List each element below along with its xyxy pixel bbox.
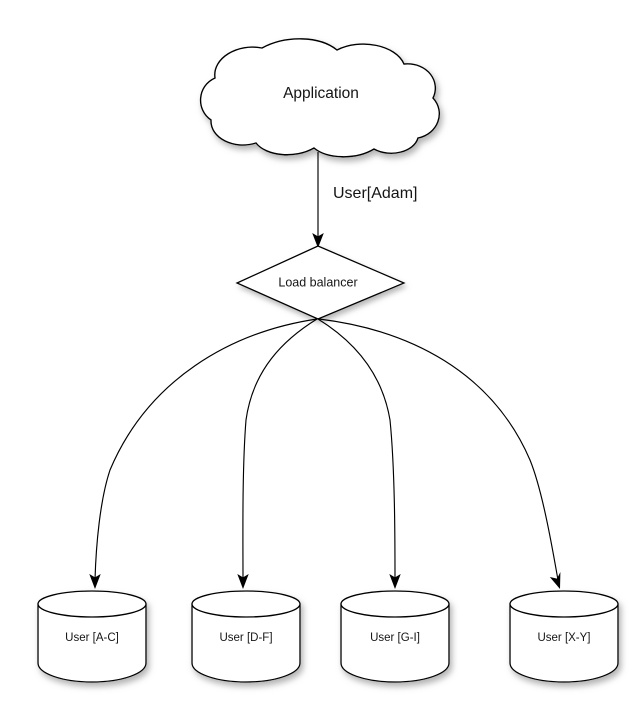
edge-line-lb-db4 (318, 318, 559, 581)
edge-load-balancer-to-db2 (237, 318, 318, 589)
node-application[interactable]: Application (199, 38, 440, 158)
cylinder-top-db1 (37, 590, 147, 618)
cylinder-body-db3 (340, 603, 450, 683)
load-balancer-label: Load balancer (278, 275, 357, 289)
cylinder-top-db2 (191, 590, 301, 618)
node-db2[interactable]: User [D-F] (191, 590, 301, 683)
arrow-head-app-lb (312, 233, 324, 248)
edge-load-balancer-to-db3 (317, 318, 401, 589)
cylinder-body-db4 (509, 603, 619, 683)
edge-application-to-load-balancer: User[Adam] (312, 152, 417, 248)
db4-label: User [X-Y] (537, 632, 590, 644)
edge-line-lb-db2 (242, 318, 318, 581)
edge-line-lb-db1 (94, 318, 318, 581)
edge-label-user-adam: User[Adam] (333, 185, 417, 202)
db2-label: User [D-F] (219, 632, 272, 644)
edge-line-lb-db3 (317, 318, 396, 581)
cylinder-body-db1 (37, 603, 147, 683)
cloud-shape (199, 38, 440, 158)
cylinder-body-db2 (191, 603, 301, 683)
edge-load-balancer-to-db1 (89, 318, 318, 589)
node-db3[interactable]: User [G-I] (340, 590, 450, 683)
node-load-balancer[interactable]: Load balancer (235, 245, 406, 320)
cylinder-top-db3 (340, 590, 450, 618)
arrow-head-lb-db1 (89, 574, 101, 589)
db3-label: User [G-I] (370, 632, 420, 644)
arrow-head-lb-db3 (389, 574, 401, 589)
node-db4[interactable]: User [X-Y] (509, 590, 619, 683)
cylinder-top-db4 (509, 590, 619, 618)
edge-load-balancer-to-db4 (318, 318, 561, 589)
db1-label: User [A-C] (65, 632, 119, 644)
node-db1[interactable]: User [A-C] (37, 590, 147, 683)
arrow-head-lb-db2 (237, 574, 249, 589)
application-label: Application (283, 85, 359, 102)
arrow-head-lb-db4 (549, 572, 561, 589)
